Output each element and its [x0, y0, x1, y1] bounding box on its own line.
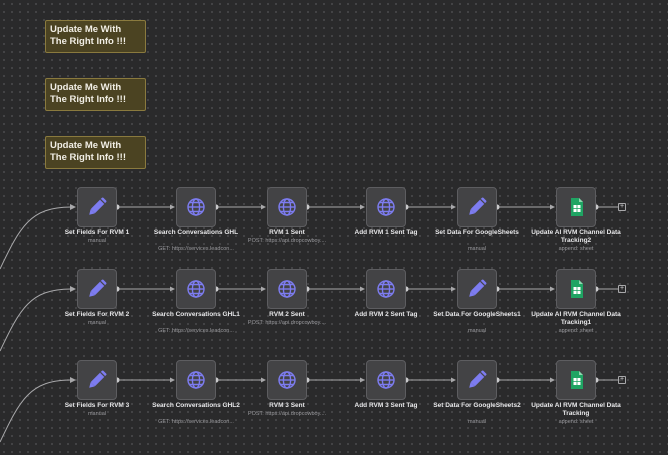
workflow-node[interactable]: [366, 360, 406, 400]
node-subtitle: GET: https://services.leadcon...: [158, 328, 234, 334]
workflow-node[interactable]: [176, 269, 216, 309]
connection-arrow: [70, 377, 76, 383]
node-title: Update AI RVM Channel Data Tracking: [531, 402, 621, 417]
node-title: Set Fields For RVM 2: [64, 311, 130, 318]
sticky-note-line: Update Me With: [50, 82, 122, 93]
sticky-note-line: The Right Info !!!: [50, 152, 126, 163]
node-subtitle: manual: [87, 411, 107, 417]
connection-arrow: [360, 377, 365, 383]
node-subtitle: manual: [467, 246, 487, 252]
connection-arrow: [451, 377, 456, 383]
node-title: RVM 2 Sent: [269, 311, 305, 318]
node-subtitle: append: sheet: [558, 246, 594, 252]
node-title: Set Fields For RVM 3: [64, 402, 130, 409]
workflow-node[interactable]: [457, 187, 497, 227]
node-title: RVM 1 Sent: [269, 229, 305, 236]
workflow-node[interactable]: [77, 187, 117, 227]
node-title: Search Conversations GHL1: [152, 311, 240, 318]
node-subtitle: append: sheet: [558, 328, 594, 334]
sticky-note-line: The Right Info !!!: [50, 36, 126, 47]
workflow-node[interactable]: [267, 269, 307, 309]
connection-arrow: [550, 286, 555, 292]
node-subtitle: manual: [87, 320, 107, 326]
connection-arrow: [360, 204, 365, 210]
sticky-note-line: Update Me With: [50, 140, 122, 151]
sticky-note-line: Update Me With: [50, 24, 122, 35]
connection-arrow: [70, 286, 76, 292]
sticky-note[interactable]: Update Me With The Right Info !!!: [45, 20, 146, 53]
node-subtitle: manual: [467, 328, 487, 334]
node-title: Update AI RVM Channel Data Tracking1: [531, 311, 621, 326]
workflow-node[interactable]: [457, 360, 497, 400]
workflow-node[interactable]: [556, 360, 596, 400]
node-title: Set Data For GoogleSheets2: [433, 402, 521, 409]
sticky-note[interactable]: Update Me With The Right Info !!!: [45, 136, 146, 169]
add-node-button[interactable]: +: [618, 376, 626, 384]
workflow-node[interactable]: [176, 187, 216, 227]
incoming-connection: [0, 379, 72, 443]
node-title: Set Fields For RVM 1: [64, 229, 130, 236]
workflow-node[interactable]: [267, 187, 307, 227]
workflow-node[interactable]: [267, 360, 307, 400]
workflow-node[interactable]: [366, 269, 406, 309]
workflow-node[interactable]: [457, 269, 497, 309]
workflow-node[interactable]: [556, 187, 596, 227]
node-title: Set Data For GoogleSheets1: [433, 311, 521, 318]
connection-arrow: [261, 377, 266, 383]
node-title: Add RVM 1 Sent Tag: [354, 229, 418, 236]
node-subtitle: GET: https://services.leadcon...: [158, 419, 234, 425]
node-subtitle: manual: [467, 419, 487, 425]
node-title: Search Conversations GHL: [153, 229, 239, 236]
sticky-note-line: The Right Info !!!: [50, 94, 126, 105]
node-subtitle: POST: https://api.dropcowboy....: [247, 320, 327, 326]
workflow-node[interactable]: [556, 269, 596, 309]
connection-arrow: [451, 204, 456, 210]
node-title: Add RVM 3 Sent Tag: [354, 402, 418, 409]
connection-arrow: [261, 204, 266, 210]
node-subtitle: POST: https://api.dropcowboy....: [247, 411, 327, 417]
connection-arrow: [170, 377, 175, 383]
add-node-button[interactable]: +: [618, 203, 626, 211]
node-title: RVM 3 Sent: [269, 402, 305, 409]
node-title: Update AI RVM Channel Data Tracking2: [531, 229, 621, 244]
node-subtitle: POST: https://api.dropcowboy....: [247, 238, 327, 244]
sticky-note[interactable]: Update Me With The Right Info !!!: [45, 78, 146, 111]
node-title: Add RVM 2 Sent Tag: [354, 311, 418, 318]
connection-arrow: [550, 204, 555, 210]
workflow-node[interactable]: [366, 187, 406, 227]
node-subtitle: append: sheet: [558, 419, 594, 425]
workflow-node[interactable]: [77, 269, 117, 309]
connection-arrow: [170, 204, 175, 210]
node-title: Search Conversations GHL2: [152, 402, 240, 409]
connection-arrow: [261, 286, 266, 292]
connection-arrow: [550, 377, 555, 383]
connection-arrow: [170, 286, 175, 292]
connection-arrow: [451, 286, 456, 292]
node-title: Set Data For GoogleSheets: [435, 229, 519, 236]
workflow-node[interactable]: [77, 360, 117, 400]
incoming-connection: [0, 206, 72, 270]
node-subtitle: GET: https://services.leadcon...: [158, 246, 234, 252]
connection-arrow: [70, 204, 76, 210]
node-subtitle: manual: [87, 238, 107, 244]
workflow-node[interactable]: [176, 360, 216, 400]
incoming-connection: [0, 288, 72, 352]
connection-arrow: [360, 286, 365, 292]
add-node-button[interactable]: +: [618, 285, 626, 293]
